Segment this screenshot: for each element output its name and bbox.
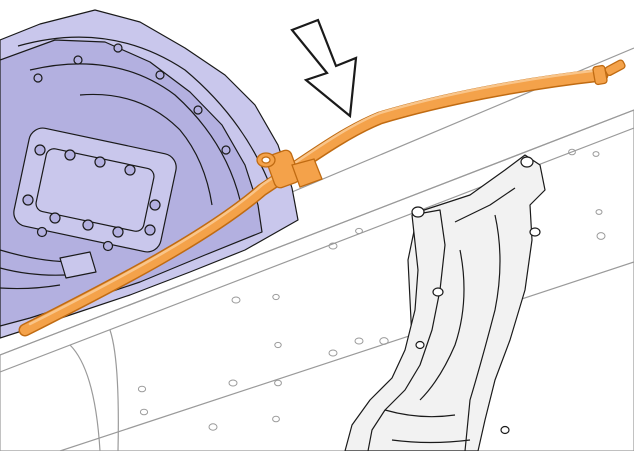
rivet-hole — [354, 337, 364, 345]
rivet-hole — [592, 151, 600, 157]
bracket-bolt-hole — [432, 287, 444, 297]
rivet-hole — [596, 232, 606, 240]
orange-breather-tube — [18, 59, 626, 337]
fitting-collar — [592, 64, 608, 86]
bracket-inner-edge-2 — [464, 214, 501, 451]
rivet-hole — [568, 148, 576, 156]
tube-end-fitting — [592, 59, 626, 86]
bolt-icon — [33, 73, 43, 83]
bolt-icon — [113, 43, 123, 53]
tube-clamp — [256, 149, 323, 189]
bracket-inner-edge — [419, 187, 516, 401]
rivet-hole — [274, 341, 282, 349]
bolt-icon — [149, 199, 161, 211]
tube-fill — [20, 70, 607, 335]
rivet-hole — [228, 379, 238, 387]
rivet-hole — [328, 349, 338, 357]
bolt-icon — [73, 55, 83, 65]
frame-rail-lower-edge — [59, 261, 634, 451]
frame-crossmember-edge-2 — [109, 329, 119, 451]
rivet-hole — [595, 209, 603, 215]
rivet-hole — [355, 227, 363, 235]
rivet-hole — [379, 337, 389, 345]
fitting-nozzle — [604, 59, 626, 77]
bolt-icon — [49, 212, 61, 224]
clamp-eye-inner — [261, 156, 271, 164]
bracket-rib — [384, 409, 471, 444]
rivet-hole — [137, 385, 147, 393]
hollow-down-arrow-icon — [290, 18, 358, 119]
housing-ridge — [17, 36, 273, 191]
rivet-hole — [139, 408, 149, 416]
bolt-icon — [144, 224, 156, 236]
clamp-bracket — [291, 158, 323, 188]
housing-connector — [59, 251, 97, 279]
frame-rivet-holes — [137, 148, 606, 431]
bracket-bolt-hole — [529, 227, 541, 237]
bolt-icon — [36, 226, 48, 238]
frame-crossmember-edge — [69, 344, 101, 451]
rivet-hole — [231, 296, 241, 304]
bolt-icon — [102, 240, 114, 252]
housing-bolts — [22, 43, 231, 252]
bolt-icon — [64, 149, 76, 161]
bracket-bolt-hole — [500, 425, 510, 435]
rivet-hole — [272, 293, 280, 301]
bracket-bolt-hole — [411, 206, 425, 218]
rivet-hole — [274, 379, 282, 387]
bolt-icon — [112, 226, 124, 238]
tube-highlight — [28, 68, 602, 326]
housing-ridge-3 — [79, 93, 213, 206]
transmission-housing — [0, 9, 299, 339]
bolt-icon — [82, 219, 94, 231]
bolt-icon — [124, 164, 136, 176]
bracket-front-web — [344, 209, 446, 451]
rivet-hole — [272, 415, 280, 423]
bolt-icon — [22, 194, 34, 206]
bolt-icon — [221, 145, 231, 155]
rivet-hole — [208, 423, 218, 431]
bolt-icon — [94, 156, 106, 168]
callout-arrow-outline — [290, 18, 358, 119]
bracket-bolt-hole — [520, 156, 534, 168]
rivet-hole — [328, 242, 338, 250]
bolt-icon — [34, 144, 46, 156]
bolt-icon — [155, 70, 165, 80]
bracket-bolt-hole — [415, 340, 425, 350]
mounting-bracket — [344, 154, 546, 451]
bolt-icon — [193, 105, 203, 115]
frame-rail-flange-edge — [0, 109, 634, 356]
